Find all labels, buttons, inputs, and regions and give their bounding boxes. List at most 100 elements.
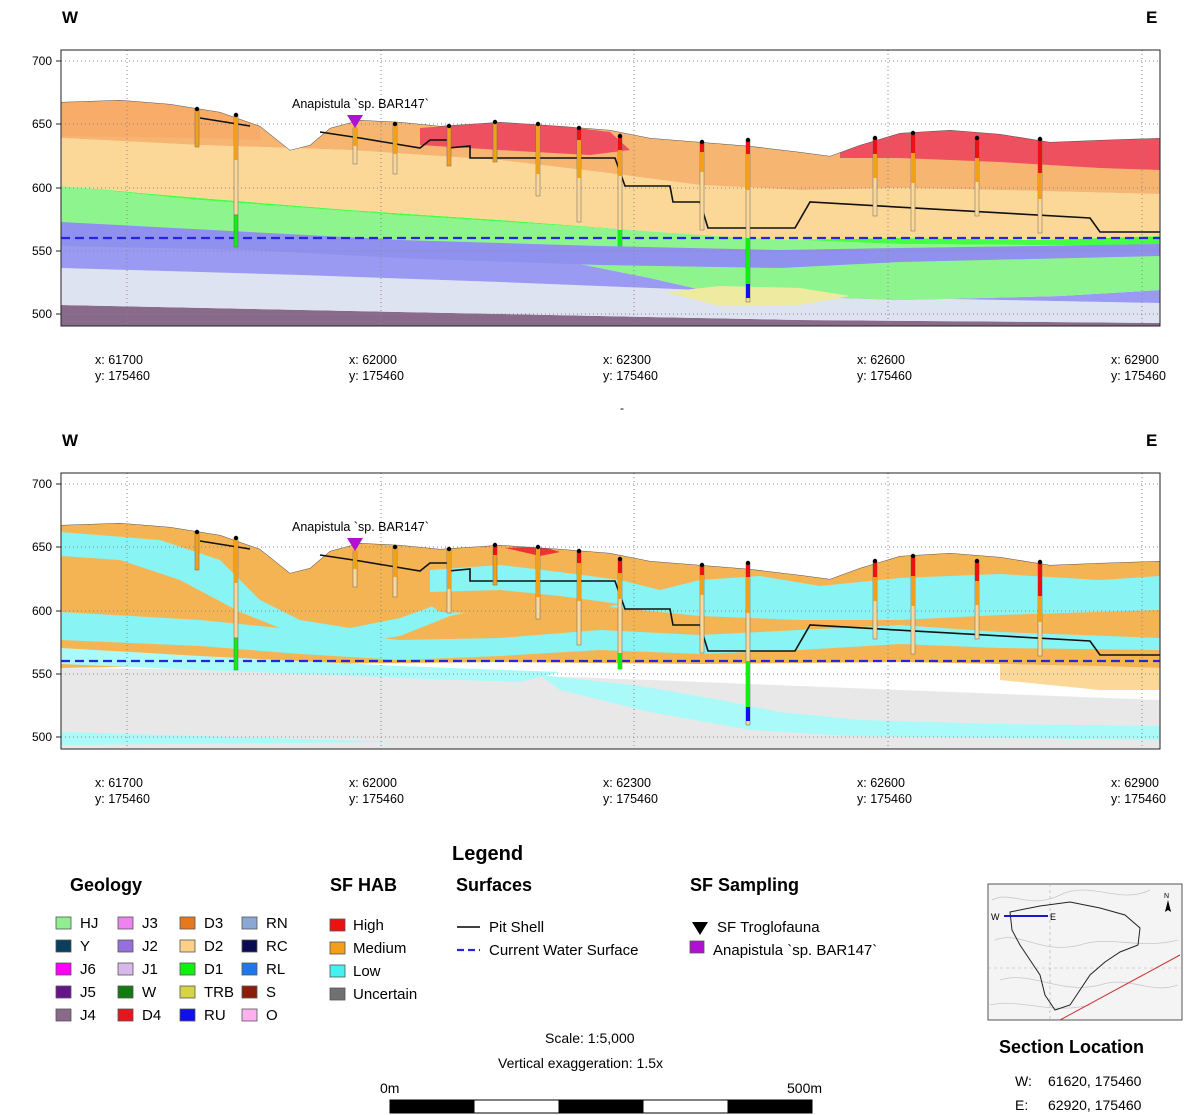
elev-tick-650: 650 [32,117,52,131]
geology-swatch-ru [179,1008,196,1022]
coord-y-label: y: 175460 [1111,369,1166,383]
elev-tick-700: 700 [32,54,52,68]
sampling-title: SF Sampling [690,875,799,895]
hab-title: SF HAB [330,875,397,895]
location-inset: W E N Section Location W: 61620, 175460 … [987,883,1183,1113]
scale-ratio: Scale: 1:5,000 [545,1030,635,1046]
coord-x-label: x: 61700 [95,776,143,790]
hab-low-wedge [61,648,560,682]
geology-label-j4: J4 [80,1007,96,1024]
geology-swatch-rn [241,916,258,930]
geology-label-rl: RL [266,961,285,978]
coord-y-label: y: 175460 [857,792,912,806]
west-label: W [62,431,79,450]
geology-label-rn: RN [266,915,288,932]
unit-d3-mid [61,100,261,140]
sky-mask-top [61,50,1160,156]
species-marker-icon [347,538,363,551]
hab-light-medium [1000,664,1160,690]
section-bottom: W E [32,431,1166,806]
east-label: E [1146,431,1157,450]
species-label: Anapistula `sp. BAR147` [292,97,429,111]
geology-swatch-d1 [179,962,196,976]
sampling-label-species: Anapistula `sp. BAR147` [713,942,877,959]
coord-x-label: x: 62900 [1111,353,1159,367]
elev-tick-600: 600 [32,181,52,195]
hab-swatch-low [329,964,346,978]
geology-label-rc: RC [266,938,288,955]
lease-boundary [1009,901,1141,1011]
geology-swatch-hj [55,916,72,930]
geology-label-j6: J6 [80,961,96,978]
coord-labels-bottom: x: 61700 y: 175460 x: 62000 y: 175460 x:… [95,776,1166,806]
geology-label-y: Y [80,938,90,955]
geology-label-s: S [266,984,276,1001]
hab-low-deep [540,675,1160,740]
scale-bar [389,1099,813,1114]
location-e-label: E: [1015,1097,1028,1113]
geology-label-d4: D4 [142,1007,161,1024]
geology-swatch-o [241,1008,258,1022]
geology-label-o: O [266,1007,278,1024]
unit-d1 [61,186,1160,246]
north-arrow-icon [1165,900,1171,912]
elev-tick-500: 500 [32,307,52,321]
surfaces-title: Surfaces [456,875,532,895]
coord-x-label: x: 62600 [857,776,905,790]
coord-y-label: y: 175460 [603,369,658,383]
species-swatch-icon [689,940,705,954]
hab-layers-bottom [61,473,1160,749]
coord-x-label: x: 62000 [349,776,397,790]
coord-y-label: y: 175460 [95,369,150,383]
geology-label-ru: RU [204,1007,226,1024]
section-top: W E [32,8,1166,383]
geology-label-j2: J2 [142,938,158,955]
unit-hj [61,186,1160,300]
unit-j1-lens [665,286,850,306]
coord-y-label: y: 175460 [349,792,404,806]
hab-label-uncertain: Uncertain [353,986,417,1003]
hab-label-low: Low [353,963,381,980]
geology-label-w: W [142,984,157,1001]
east-label: E [1146,8,1157,27]
geology-label-j1: J1 [142,961,158,978]
geology-swatch-y [55,939,72,953]
hab-swatch-medium [329,941,346,955]
surface-label-water: Current Water Surface [489,942,639,959]
elev-tick-550: 550 [32,667,52,681]
coord-x-label: x: 61700 [95,353,143,367]
elev-tick-500: 500 [32,730,52,744]
geology-title: Geology [70,875,142,895]
section-separator: - [620,401,624,415]
coord-x-label: x: 62900 [1111,776,1159,790]
unit-j2-upper [61,222,1160,268]
geology-swatch-w [117,985,134,999]
legend-title: Legend [452,843,523,865]
elev-tick-700: 700 [32,477,52,491]
geology-swatch-d3 [179,916,196,930]
geology-label-j3: J3 [142,915,158,932]
coord-x-label: x: 62300 [603,353,651,367]
coord-y-label: y: 175460 [1111,792,1166,806]
coord-x-label: x: 62300 [603,776,651,790]
coord-x-label: x: 62600 [857,353,905,367]
sky-mask-bottom [61,473,1160,579]
hab-low-band1 [61,532,1160,644]
geology-swatch-trb [179,985,196,999]
geology-label-hj: HJ [80,915,98,932]
location-title: Section Location [999,1037,1144,1057]
inset-east-label: E [1050,912,1056,922]
hab-label-high: High [353,917,384,934]
geology-swatch-j1 [117,962,134,976]
surface-label-pit: Pit Shell [489,919,544,936]
north-label: N [1164,893,1169,900]
geology-label-trb: TRB [204,984,234,1001]
elev-tick-650: 650 [32,540,52,554]
geology-swatch-j4 [55,1008,72,1022]
hab-label-medium: Medium [353,940,406,957]
road-line [1059,954,1181,1021]
location-w-value: 61620, 175460 [1048,1073,1142,1089]
